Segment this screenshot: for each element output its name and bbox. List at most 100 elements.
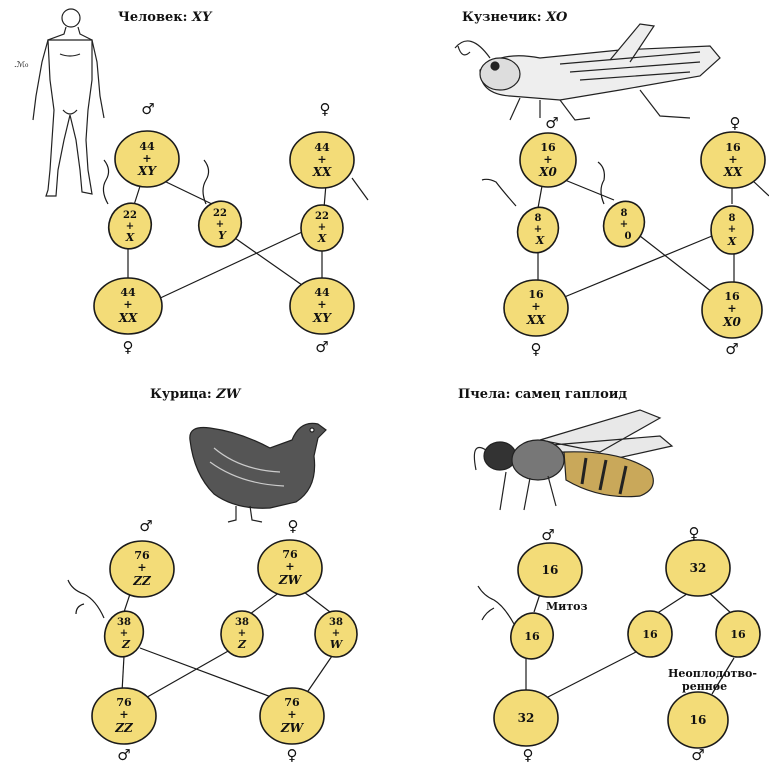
daughter-cell: 32 <box>494 690 558 746</box>
sperm-tail <box>482 179 516 206</box>
svg-text:8: 8 <box>621 208 628 219</box>
father-cell: 44 + XY <box>115 131 179 187</box>
svg-text:+: + <box>287 708 296 721</box>
svg-text:ZW: ZW <box>280 721 305 735</box>
line <box>124 594 130 612</box>
female-symbol: ♀ <box>531 340 542 358</box>
sperm-tail <box>103 160 108 204</box>
male-symbol: ♂ <box>691 746 704 763</box>
son-cell: 76 + ZZ <box>92 688 156 744</box>
svg-text:8: 8 <box>535 213 542 224</box>
male-symbol: ♂ <box>139 517 152 535</box>
human-panel: Человек: XY .ℳ₀ ♂ ♀ 44 + XY <box>14 9 368 356</box>
grasshopper-title: Кузнечик: XO <box>462 10 568 25</box>
svg-text:X0: X0 <box>722 315 741 329</box>
sperm-y-cell: 22 + Y <box>192 195 247 253</box>
father-cell: 76 + ZZ <box>110 541 174 597</box>
svg-text:32: 32 <box>690 561 707 575</box>
egg-cell-fertilized: 16 <box>628 611 672 657</box>
grasshopper-illustration <box>455 24 720 120</box>
svg-text:XX: XX <box>723 165 743 179</box>
male-symbol: ♂ <box>117 746 130 763</box>
line <box>232 236 312 292</box>
line <box>122 656 124 692</box>
svg-text:38: 38 <box>329 617 343 628</box>
svg-text:X0: X0 <box>538 165 557 179</box>
svg-text:22: 22 <box>213 208 227 219</box>
female-symbol: ♀ <box>523 746 534 763</box>
line <box>560 178 614 200</box>
svg-text:+: + <box>119 708 128 721</box>
svg-text:22: 22 <box>315 211 329 222</box>
svg-text:32: 32 <box>518 711 535 725</box>
line <box>562 236 712 298</box>
svg-text:+: + <box>728 224 736 235</box>
son-cell: 16 + X0 <box>702 282 762 338</box>
human-figure-illustration <box>33 9 104 196</box>
svg-text:Y: Y <box>218 229 227 242</box>
male-symbol: ♂ <box>545 114 558 132</box>
grasshopper-panel: Кузнечик: XO ♂ ♀ 16 + X0 1 <box>455 10 769 358</box>
sperm-cell: 16 <box>506 608 558 663</box>
male-symbol: ♂ <box>315 338 328 356</box>
svg-text:+: + <box>123 298 132 311</box>
line <box>546 652 636 698</box>
svg-text:16: 16 <box>730 628 746 641</box>
egg-cell: 8 + X <box>711 206 753 254</box>
svg-text:ZW: ZW <box>278 573 303 587</box>
female-symbol: ♀ <box>123 338 134 356</box>
line <box>656 592 690 614</box>
male-symbol: ♂ <box>141 100 154 118</box>
svg-text:16: 16 <box>542 563 559 577</box>
sperm-z-cell: 38 + Z <box>100 607 149 661</box>
mother-cell: 76 + ZW <box>258 540 322 596</box>
egg-cell-unfertilized: 16 <box>716 611 760 657</box>
mother-cell: 44 + XX <box>290 132 354 188</box>
line <box>708 592 732 614</box>
son-cell: 44 + XY <box>290 278 354 334</box>
human-title: Человек: XY <box>118 10 213 25</box>
svg-text:+: + <box>285 560 294 573</box>
svg-text:0: 0 <box>625 231 632 242</box>
line <box>306 656 332 694</box>
bee-illustration <box>474 410 672 510</box>
line <box>250 592 280 614</box>
svg-text:8: 8 <box>729 213 736 224</box>
svg-text:+: + <box>317 298 326 311</box>
line <box>140 648 290 704</box>
egg-w-cell: 38 + W <box>315 611 357 657</box>
svg-text:+: + <box>727 302 736 315</box>
chicken-panel: Курица: ZW ♂ ♀ 76 + ZZ 76 + ZW <box>68 387 357 763</box>
chicken-title: Курица: ZW <box>150 387 242 402</box>
line <box>640 236 712 292</box>
svg-text:16: 16 <box>642 628 658 641</box>
female-symbol: ♀ <box>320 100 331 118</box>
svg-text:X: X <box>727 235 737 248</box>
svg-text:38: 38 <box>117 617 131 628</box>
son-cell: 16 <box>668 692 728 748</box>
chicken-illustration <box>190 423 326 522</box>
svg-text:X: X <box>317 232 327 245</box>
sperm-tail <box>68 580 104 618</box>
svg-text:XX: XX <box>312 165 332 179</box>
svg-text:W: W <box>330 638 344 651</box>
female-symbol: ♀ <box>287 746 298 763</box>
female-symbol: ♀ <box>730 114 741 132</box>
male-symbol: ♂ <box>725 340 738 358</box>
sperm-tail <box>478 586 514 624</box>
mother-cell: 16 + XX <box>701 132 765 188</box>
sperm-x-cell: 8 + X <box>511 202 564 259</box>
line <box>142 650 230 700</box>
female-symbol: ♀ <box>288 517 299 535</box>
father-cell: 16 + X0 <box>520 133 576 187</box>
male-symbol: ♂ <box>541 526 554 544</box>
line <box>162 180 214 205</box>
svg-text:XY: XY <box>137 164 157 178</box>
sperm-x-cell: 22 + X <box>102 197 157 255</box>
daughter-cell: 76 + ZW <box>260 688 324 744</box>
line <box>534 594 540 612</box>
svg-text:ZZ: ZZ <box>132 574 152 588</box>
line <box>352 178 368 200</box>
line <box>538 186 542 208</box>
